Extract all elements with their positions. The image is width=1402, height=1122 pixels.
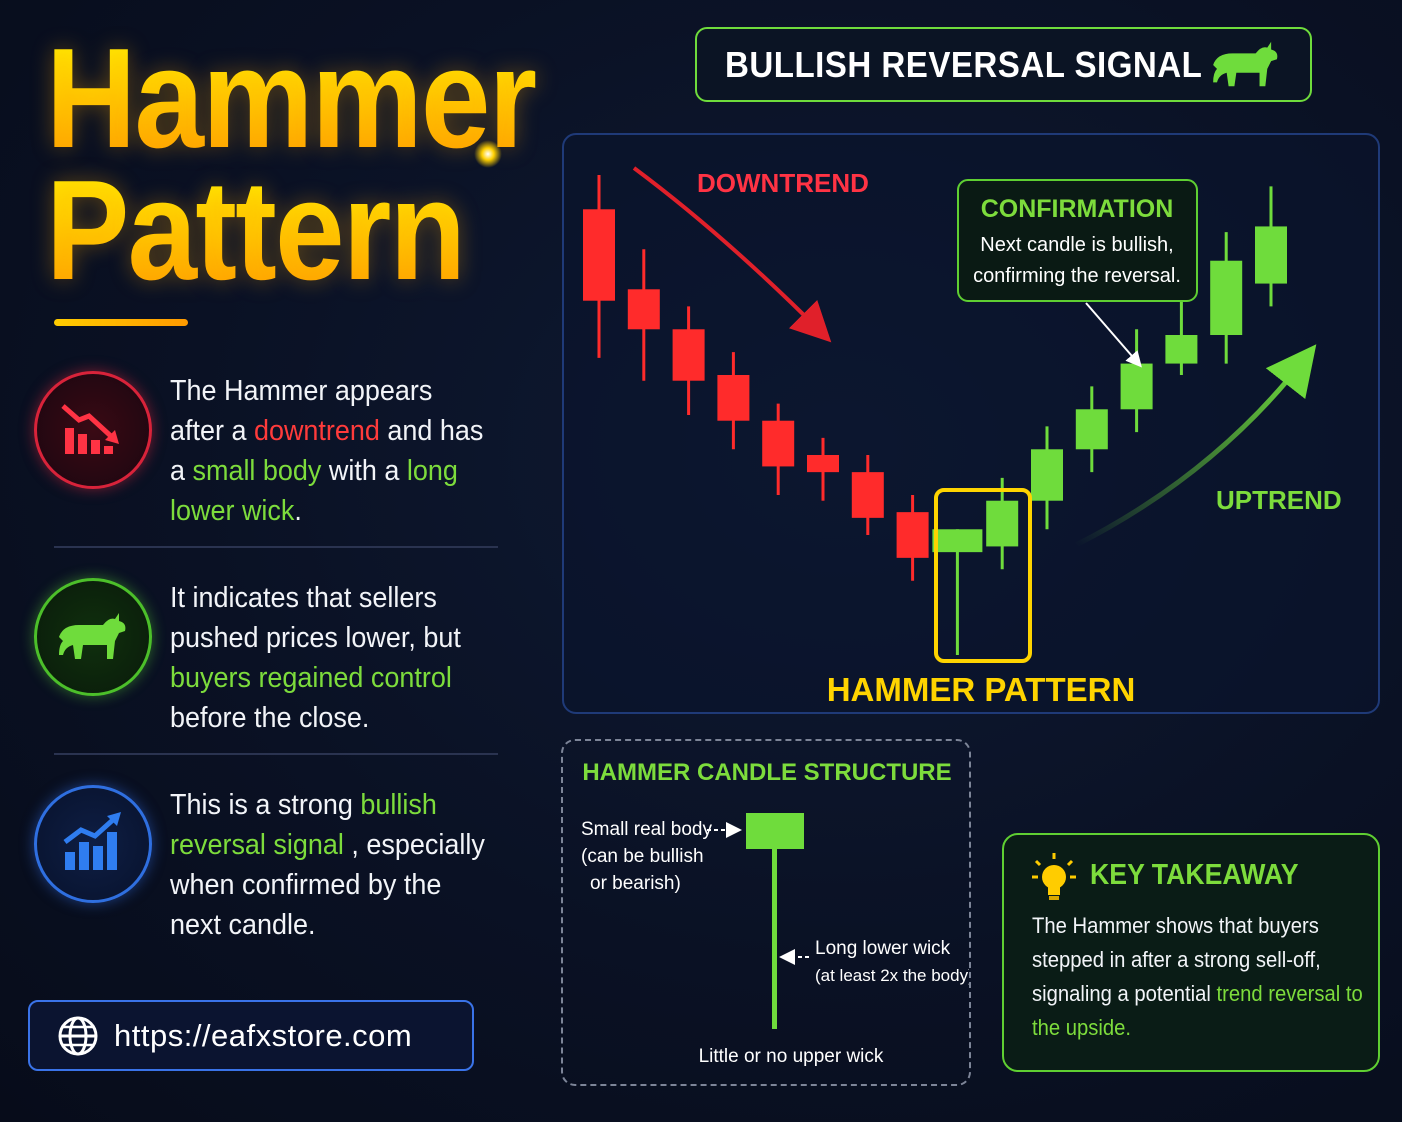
bearish-candle-body (762, 420, 795, 467)
uptrend-arrow (1074, 344, 1317, 548)
falling-bar-chart-icon (34, 371, 152, 489)
body-label-1: Small real body (581, 819, 712, 840)
hammer-structure-panel: HAMMER CANDLE STRUCTURE Small real body … (561, 739, 974, 1086)
bullish-candle-body (1210, 260, 1243, 335)
bullish-candle-body (1031, 449, 1063, 501)
title-line-2: Pattern (46, 151, 466, 310)
feature-buyers: It indicates that sellers pushed prices … (34, 578, 514, 734)
confirmation-line-2: confirming the reversal. (973, 265, 1181, 287)
signal-banner: BULLISH REVERSAL SIGNAL (695, 27, 1312, 102)
confirmation-pointer (1085, 302, 1142, 368)
bullish-candle-body (986, 500, 1019, 547)
feature-3-text: This is a strong bullish reversal signal… (170, 789, 485, 941)
bearish-candle-body (717, 375, 750, 421)
key-takeaway-panel: KEY TAKEAWAY The Hammer shows that buyer… (1002, 833, 1380, 1072)
wick-label-2: (at least 2x the body) (815, 966, 969, 985)
downtrend-label: DOWNTREND (697, 168, 869, 198)
bullish-candle-body (1255, 226, 1287, 284)
bearish-candle-body (896, 512, 929, 558)
hammer-candle-body (932, 529, 983, 553)
bull-icon (34, 578, 152, 696)
bullish-candle-body (1165, 335, 1198, 364)
feature-bullish-signal: This is a strong bullish reversal signal… (34, 785, 514, 941)
rising-bar-chart-icon (34, 785, 152, 903)
body-label-3: or bearish) (590, 873, 681, 894)
confirmation-line-1: Next candle is bullish, (980, 234, 1173, 256)
structure-title: HAMMER CANDLE STRUCTURE (582, 759, 951, 786)
title-underline (54, 319, 188, 326)
confirmation-box (957, 179, 1198, 302)
uptrend-label: UPTREND (1216, 485, 1342, 515)
feature-downtrend: The Hammer appears after a downtrend and… (34, 371, 514, 527)
bearish-candle-body (807, 455, 839, 473)
feature-1-text: The Hammer appears after a downtrend and… (170, 375, 484, 527)
takeaway-title: KEY TAKEAWAY (1090, 859, 1299, 891)
takeaway-text: The Hammer shows that buyers stepped in … (1032, 913, 1363, 1040)
signal-label: BULLISH REVERSAL SIGNAL (725, 43, 1203, 85)
structure-candle-body (746, 813, 804, 849)
website-link[interactable]: https://eafxstore.com (28, 1000, 474, 1071)
upper-wick-label: Little or no upper wick (699, 1046, 884, 1067)
website-url: https://eafxstore.com (114, 1017, 413, 1053)
hammer-label: HAMMER PATTERN (827, 671, 1136, 708)
body-label-2: (can be bullish (581, 846, 704, 867)
bull-icon (1213, 41, 1278, 87)
bullish-candle-body (1120, 363, 1153, 410)
structure-candle-wick (772, 849, 777, 1029)
wick-label-1: Long lower wick (815, 938, 951, 959)
downtrend-arrow (632, 166, 832, 343)
bearish-candle-body (627, 289, 660, 330)
candlestick-chart: DOWNTREND UPTREND HAMMER PATTERN CONFIRM… (562, 133, 1380, 714)
bullish-candle-body (1075, 409, 1108, 450)
globe-icon (58, 1016, 98, 1055)
bearish-candle-body (851, 472, 884, 518)
divider (54, 753, 498, 755)
hammer-highlight-frame (934, 488, 1032, 663)
bearish-candle-body (672, 329, 705, 381)
lightbulb-icon (1032, 853, 1076, 900)
sparkle-icon (474, 140, 502, 168)
feature-2-text: It indicates that sellers pushed prices … (170, 582, 461, 734)
bearish-candle-body (583, 209, 615, 301)
title-line-1: Hammer (46, 19, 537, 178)
confirmation-title: CONFIRMATION (981, 195, 1174, 223)
divider (54, 546, 498, 548)
